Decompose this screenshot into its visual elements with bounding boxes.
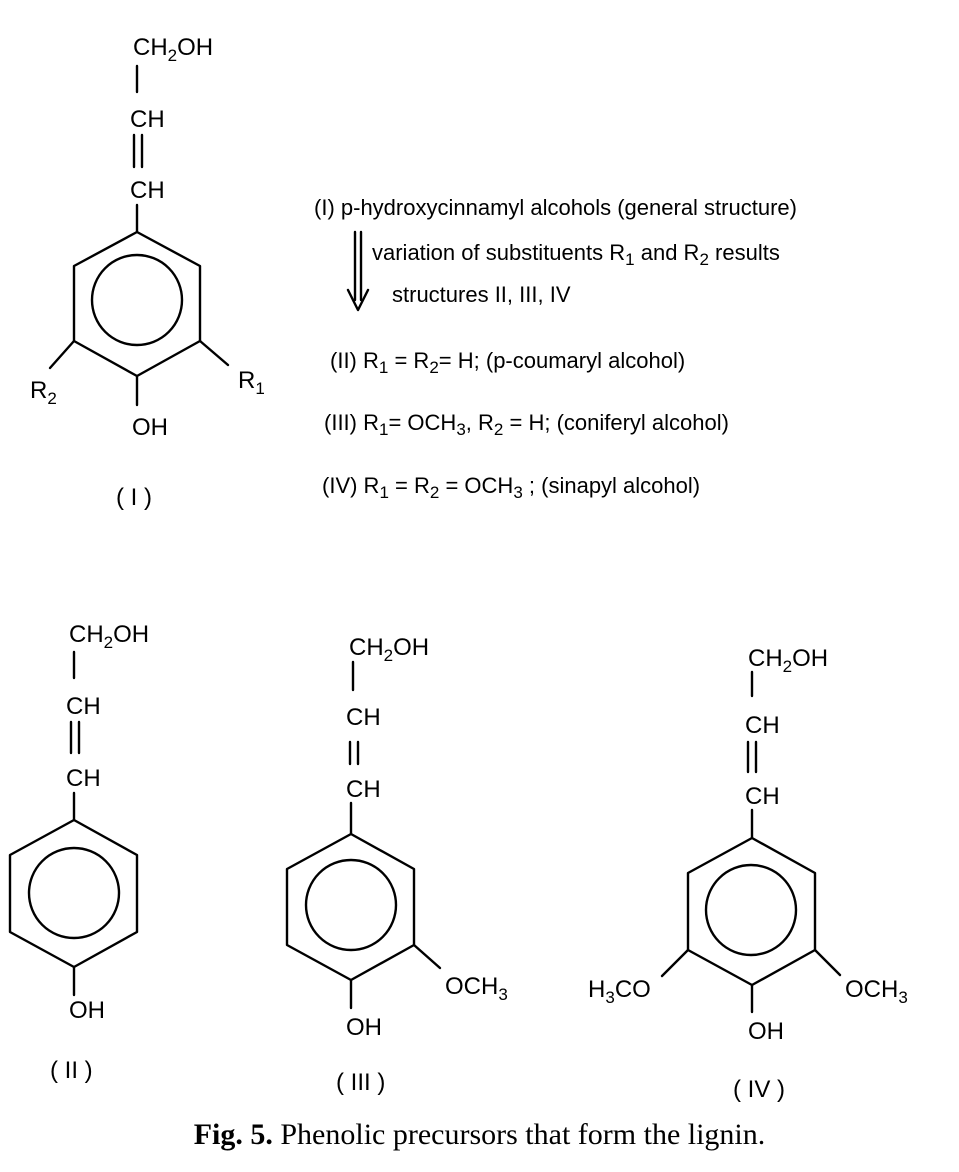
description-line-IV: (IV) R1 = R2 = OCH3 ; (sinapyl alcohol) — [322, 473, 700, 502]
structure-II-aromatic-circle — [27, 846, 121, 940]
reaction-arrow-head-icon — [346, 288, 370, 312]
structure-IV-chain-1: CH — [745, 712, 780, 739]
structure-III: CH2OH CH CH OCH3 OH ( III ) — [285, 634, 508, 1096]
description-line-III: (III) R1= OCH3, R2 = H; (coniferyl alcoh… — [324, 410, 729, 439]
structure-II-chain-2: CH — [66, 765, 101, 792]
structure-I-chain-1: CH — [130, 106, 165, 133]
structure-III-right-substituent: OCH3 — [445, 973, 508, 1004]
structure-IV-right-substituent: OCH3 — [845, 976, 908, 1007]
structure-IV-top-group: CH2OH — [748, 645, 828, 676]
structure-I-r2-bond — [48, 339, 76, 370]
structure-III-chain-2: CH — [346, 776, 381, 803]
structure-IV-left-substituent: H3CO — [588, 976, 651, 1007]
structure-II-top-group: CH2OH — [69, 621, 149, 652]
structure-I-r1-label: R1 — [238, 367, 265, 398]
structure-II: CH2OH CH CH OH ( II ) — [8, 621, 149, 1084]
structure-III-och3-bond — [412, 943, 442, 970]
structure-IV-para-group: OH — [748, 1018, 784, 1045]
structure-I: CH2OH CH CH R2 R1 OH ( I ) — [30, 34, 265, 511]
structure-III-top-group: CH2OH — [349, 634, 429, 665]
structure-III-para-group: OH — [346, 1014, 382, 1041]
structure-IV-chain-2: CH — [745, 783, 780, 810]
structure-III-chain-1: CH — [346, 704, 381, 731]
structure-II-para-group: OH — [69, 997, 105, 1024]
structure-I-top-group: CH2OH — [133, 34, 213, 65]
figure-caption-text: Phenolic precursors that form the lignin… — [280, 1118, 766, 1151]
structure-I-r2-label: R2 — [30, 377, 57, 408]
figure-caption-label: Fig. 5. — [193, 1118, 273, 1151]
description-line-I: (I) p-hydroxycinnamyl alcohols (general … — [314, 195, 797, 220]
structure-III-id-label: ( III ) — [336, 1069, 385, 1096]
description-block: (I) p-hydroxycinnamyl alcohols (general … — [314, 195, 797, 502]
structure-I-r1-bond — [198, 339, 230, 367]
description-arrow-text-1: variation of substituents R1 and R2 resu… — [372, 240, 780, 269]
structure-I-chain-2: CH — [130, 177, 165, 204]
structure-IV-id-label: ( IV ) — [733, 1076, 785, 1103]
structure-II-id-label: ( II ) — [50, 1057, 93, 1084]
structure-IV-left-och3-bond — [660, 948, 690, 978]
figure-caption: Fig. 5. Phenolic precursors that form th… — [0, 1118, 959, 1152]
structure-I-id-label: ( I ) — [116, 484, 152, 511]
structure-IV: CH2OH CH CH H3CO OCH3 OH ( IV ) — [588, 645, 908, 1103]
structure-IV-aromatic-circle — [704, 863, 798, 957]
structure-IV-right-och3-bond — [813, 948, 842, 977]
structure-I-para-group: OH — [132, 414, 168, 441]
structure-I-aromatic-circle — [90, 253, 184, 347]
structure-II-chain-1: CH — [66, 693, 101, 720]
description-arrow-text-2: structures II, III, IV — [392, 282, 571, 307]
structure-III-aromatic-circle — [304, 858, 398, 952]
description-line-II: (II) R1 = R2= H; (p-coumaryl alcohol) — [330, 348, 685, 377]
